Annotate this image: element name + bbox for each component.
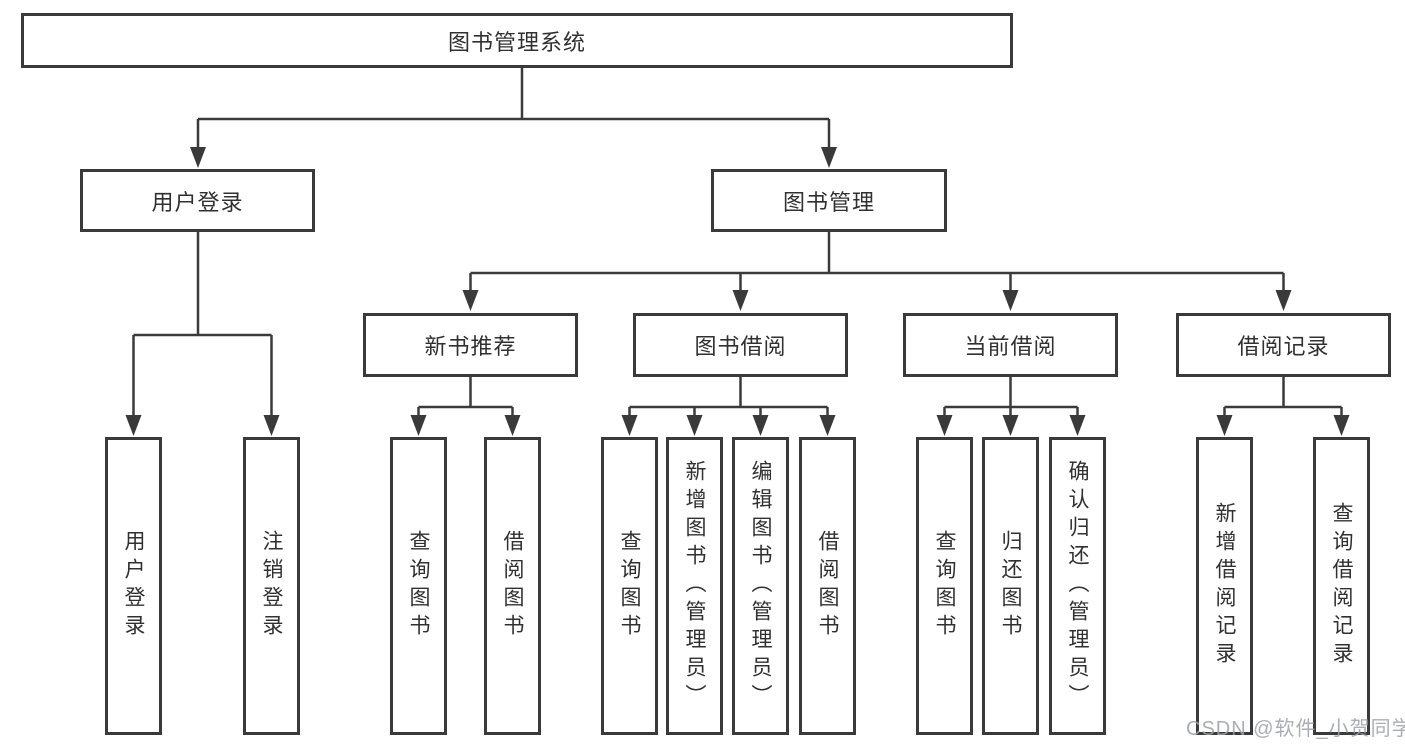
node-new-book-recommend: 新书推荐 [363, 313, 578, 377]
node-borrowing-records: 借阅记录 [1176, 313, 1391, 377]
leaf-add-books-admin: 新增图书（管理员） [666, 437, 723, 735]
leaf-add-borrow-record-label: 新增借阅记录 [1213, 502, 1236, 670]
node-user-login-group: 用户登录 [80, 169, 315, 232]
leaf-logout-label: 注销登录 [260, 530, 283, 642]
leaf-return-books-label: 归还图书 [999, 530, 1022, 642]
node-current-borrowing-label: 当前借阅 [964, 334, 1057, 359]
leaf-query-books-1-label: 查询图书 [407, 530, 430, 642]
connector-arrowheads [125, 147, 1350, 436]
leaf-user-login: 用户登录 [105, 437, 162, 735]
leaf-borrow-books-1-label: 借阅图书 [501, 530, 524, 642]
node-library-management-system: 图书管理系统 [21, 13, 1013, 68]
node-book-borrowing: 图书借阅 [633, 313, 848, 377]
leaf-query-books-3: 查询图书 [916, 437, 973, 735]
leaf-user-login-label: 用户登录 [122, 530, 145, 642]
leaf-borrow-books-2: 借阅图书 [799, 437, 856, 735]
leaf-logout: 注销登录 [243, 437, 300, 735]
csdn-watermark: CSDN @软件_小贺同学 [1186, 718, 1405, 740]
node-book-management-group-label: 图书管理 [782, 189, 875, 215]
leaf-query-books-3-label: 查询图书 [933, 530, 956, 642]
leaf-add-books-admin-label: 新增图书（管理员） [683, 460, 706, 712]
node-book-management-group: 图书管理 [711, 169, 947, 232]
leaf-query-books-1: 查询图书 [390, 437, 447, 735]
leaf-return-books: 归还图书 [982, 437, 1039, 735]
node-book-borrowing-label: 图书借阅 [694, 334, 787, 359]
leaf-borrow-books-1: 借阅图书 [484, 437, 541, 735]
leaf-edit-books-admin-label: 编辑图书（管理员） [749, 460, 772, 712]
connector-lines [132, 66, 1343, 415]
leaf-query-borrow-record-label: 查询借阅记录 [1330, 502, 1353, 670]
leaf-borrow-books-2-label: 借阅图书 [816, 530, 839, 642]
leaf-add-borrow-record: 新增借阅记录 [1196, 437, 1253, 735]
node-new-book-recommend-label: 新书推荐 [424, 334, 517, 359]
leaf-query-borrow-record: 查询借阅记录 [1313, 437, 1370, 735]
node-library-management-system-label: 图书管理系统 [447, 29, 586, 55]
leaf-query-books-2: 查询图书 [601, 437, 658, 735]
leaf-confirm-return-admin: 确认归还（管理员） [1049, 437, 1106, 735]
leaf-query-books-2-label: 查询图书 [618, 530, 641, 642]
leaf-confirm-return-admin-label: 确认归还（管理员） [1066, 460, 1089, 712]
node-borrowing-records-label: 借阅记录 [1237, 334, 1330, 359]
node-current-borrowing: 当前借阅 [903, 313, 1118, 377]
leaf-edit-books-admin: 编辑图书（管理员） [732, 437, 789, 735]
node-user-login-group-label: 用户登录 [151, 189, 244, 215]
